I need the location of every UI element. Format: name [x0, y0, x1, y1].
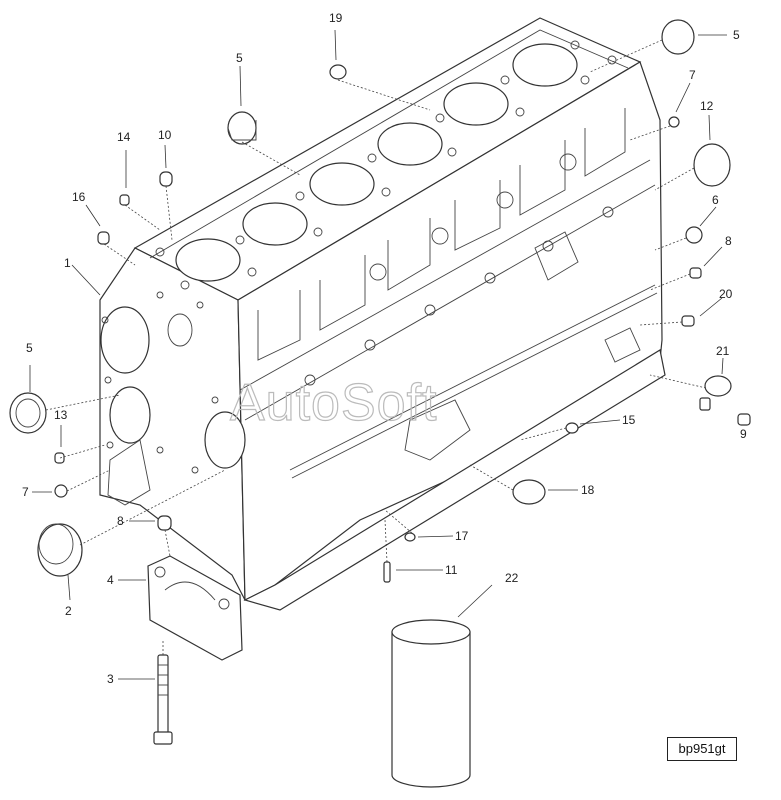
cylinder-block	[99, 17, 666, 611]
callout-17: 17	[455, 529, 469, 543]
callout-20: 20	[719, 287, 733, 301]
plug-6	[685, 226, 703, 244]
loose-parts	[9, 19, 751, 788]
leader-arrows	[29, 29, 727, 680]
callout-21: 21	[716, 344, 730, 358]
callout-16: 16	[72, 190, 86, 204]
cylinder-liner-22	[391, 619, 471, 788]
expansion-plug-top-right	[661, 19, 695, 55]
assembly-lines	[45, 39, 707, 655]
head-bolt-holes	[155, 40, 617, 290]
plug-14	[119, 194, 130, 206]
plug-20	[681, 315, 695, 327]
callout-5-top-right: 5	[733, 28, 740, 42]
rear-seal-2	[37, 523, 83, 577]
callout-8-lower: 8	[117, 514, 124, 528]
pin-11	[383, 561, 391, 583]
callout-7-right: 7	[689, 68, 696, 82]
callout-labels: 19 5 10 14 16 1 5 7 12 6 8 20 21 9 15 18…	[22, 11, 747, 686]
dowel-13	[54, 452, 65, 464]
callout-9: 9	[740, 427, 747, 441]
dowel-10	[159, 171, 173, 187]
callout-19: 19	[329, 11, 343, 25]
block-front-openings	[100, 291, 246, 506]
callout-12: 12	[700, 99, 714, 113]
main-bearing-cap-4	[147, 555, 243, 661]
plug-7-left	[54, 484, 68, 498]
plug-15	[565, 422, 579, 434]
callout-2: 2	[65, 604, 72, 618]
callout-14: 14	[117, 130, 131, 144]
callout-4: 4	[107, 573, 114, 587]
bearing-cap-bolt-3	[153, 654, 173, 745]
plug-8-right	[689, 267, 702, 279]
watermark-text: AutoSoft	[230, 374, 437, 432]
callout-5-left: 5	[26, 341, 33, 355]
callout-15: 15	[622, 413, 636, 427]
plug-7-right	[668, 116, 680, 128]
reference-code-label: bp951gt	[667, 737, 737, 761]
callout-13: 13	[54, 408, 68, 422]
dowel-16	[97, 231, 110, 245]
callout-22: 22	[505, 571, 519, 585]
callout-8-right: 8	[725, 234, 732, 248]
cooling-nozzle-21	[699, 375, 732, 411]
callout-18: 18	[581, 483, 595, 497]
dowel-8-lower	[157, 515, 172, 531]
callout-11: 11	[445, 563, 458, 577]
expansion-plug-12	[693, 143, 731, 187]
callout-3: 3	[107, 672, 114, 686]
callout-5-upper: 5	[236, 51, 243, 65]
expansion-plug-left	[9, 392, 47, 434]
callout-6: 6	[712, 193, 719, 207]
callout-1: 1	[64, 256, 71, 270]
callout-10: 10	[158, 128, 172, 142]
cylinder-bores	[175, 43, 578, 282]
plug-17	[404, 532, 416, 542]
expansion-plug-18	[512, 479, 546, 505]
block-side-features	[239, 108, 658, 479]
bolt-9	[737, 413, 751, 426]
callout-7-left: 7	[22, 485, 29, 499]
plug-19	[329, 64, 347, 80]
